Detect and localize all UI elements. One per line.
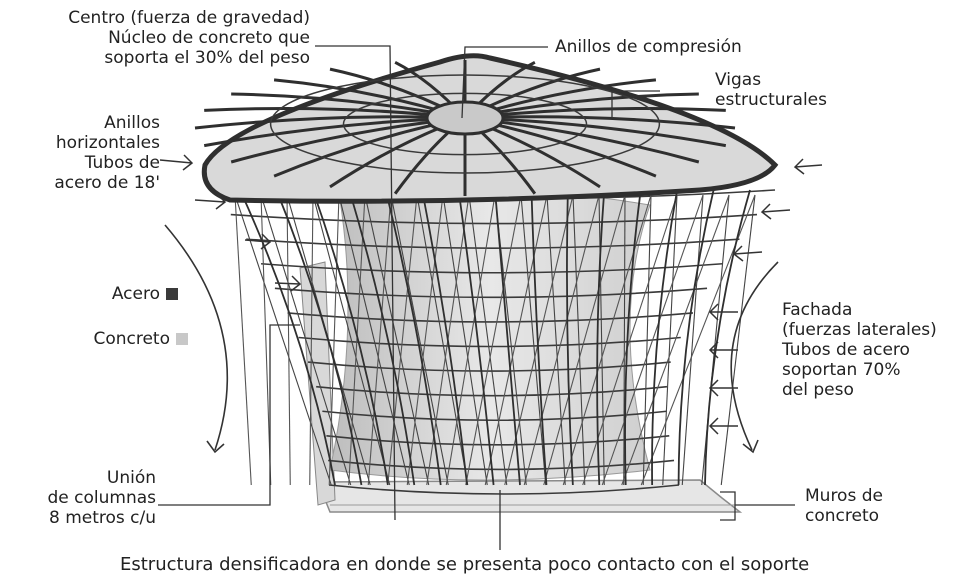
facade-lattice: [214, 189, 776, 495]
label-muros: Muros de concreto: [805, 486, 883, 526]
leader-union: [158, 324, 300, 506]
leader-compresion: [461, 46, 548, 119]
label-anillos-compresion: Anillos de compresión: [555, 37, 742, 57]
concrete-base: [316, 479, 743, 513]
label-estructura: Estructura densificadora en donde se pre…: [120, 554, 810, 575]
leader-lines: [158, 45, 795, 550]
legend-concreto-label: Concreto: [93, 329, 170, 349]
roof-frame: [194, 53, 779, 204]
compression-ring: [425, 100, 505, 136]
legend-concreto-swatch: [176, 333, 188, 345]
legend-acero-swatch: [166, 288, 178, 300]
label-centro: Centro (fuerza de gravedad) Núcleo de co…: [68, 8, 310, 68]
label-anillos-horizontales: Anillos horizontales Tubos de acero de 1…: [54, 113, 160, 193]
label-vigas: Vigas estructurales: [715, 70, 827, 110]
label-union: Unión de columnas 8 metros c/u: [47, 468, 156, 528]
label-fachada: Fachada (fuerzas laterales) Tubos de ace…: [782, 300, 937, 400]
gravity-arrows: [164, 224, 779, 454]
leader-centro: [315, 45, 396, 521]
lateral-force-arrows-right: [708, 158, 823, 435]
legend-acero-label: Acero: [111, 284, 160, 304]
leader-vigas: [611, 90, 660, 118]
lateral-force-arrows-left: [159, 154, 302, 292]
leader-muros-a: [720, 491, 736, 521]
